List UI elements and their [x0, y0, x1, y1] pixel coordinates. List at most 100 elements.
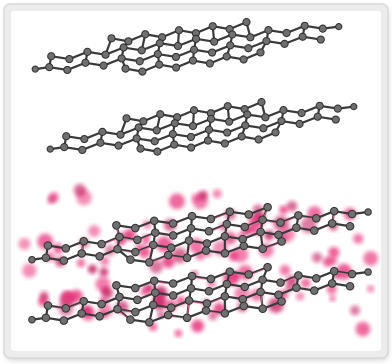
carbon-atom	[300, 21, 309, 30]
carbon-atom	[47, 52, 56, 61]
carbon-atom	[168, 129, 177, 139]
water-halo	[18, 238, 31, 250]
carbon-atom	[191, 34, 201, 43]
carbon-atom	[239, 301, 249, 311]
carbon-atom	[148, 300, 158, 310]
carbon-atom	[145, 258, 154, 267]
carbon-atom	[223, 102, 232, 111]
terminal-atom	[335, 23, 343, 31]
carbon-atom	[156, 110, 165, 119]
hydrated-stack-panel	[18, 184, 379, 338]
carbon-atom	[115, 232, 124, 242]
carbon-atom	[280, 39, 289, 48]
water-halo	[328, 246, 340, 258]
water-halo	[99, 267, 109, 277]
carbon-atom	[80, 134, 89, 144]
carbon-atom	[45, 63, 54, 72]
carbon-atom	[182, 253, 192, 263]
carbon-atom	[152, 126, 161, 135]
carbon-atom	[238, 234, 248, 244]
carbon-atom	[258, 304, 268, 314]
carbon-atom	[65, 54, 74, 64]
carbon-atom	[119, 43, 128, 52]
carbon-atom	[243, 110, 252, 119]
carbon-atom	[294, 271, 303, 280]
carbon-atom	[210, 37, 219, 46]
carbon-atom	[97, 239, 106, 249]
carbon-atom	[150, 288, 160, 297]
carbon-atom	[311, 274, 321, 283]
carbon-atom	[256, 48, 265, 57]
carbon-atom	[133, 295, 142, 305]
carbon-atom	[228, 30, 237, 39]
carbon-atom	[208, 22, 217, 31]
carbon-atom	[263, 262, 272, 272]
carbon-atom	[184, 296, 194, 305]
carbon-atom	[168, 291, 178, 300]
water-halo	[232, 246, 249, 263]
carbon-atom	[258, 244, 268, 254]
water-halo	[22, 263, 37, 278]
carbon-atom	[223, 128, 232, 137]
carbon-atom	[189, 106, 199, 115]
carbon-atom	[237, 132, 246, 141]
carbon-atom	[316, 35, 325, 44]
carbon-atom	[311, 214, 321, 223]
water-halo	[355, 321, 371, 337]
carbon-atom	[41, 313, 51, 323]
carbon-atom	[222, 279, 232, 289]
carbon-atom	[188, 121, 198, 131]
carbon-atom	[244, 44, 253, 53]
carbon-atom	[241, 121, 250, 130]
carbon-atom	[43, 241, 53, 250]
carbon-atom	[136, 144, 145, 153]
carbon-atom	[163, 250, 173, 260]
carbon-atom	[155, 39, 164, 48]
carbon-atom	[262, 36, 271, 46]
carbon-atom	[309, 226, 319, 235]
carbon-atom	[184, 236, 194, 245]
carbon-atom	[222, 52, 231, 61]
carbon-atom	[313, 112, 322, 121]
water-halo	[311, 252, 323, 263]
carbon-atom	[138, 67, 147, 76]
carbon-atom	[225, 207, 235, 216]
carbon-atom	[115, 292, 124, 302]
carbon-atom	[201, 306, 211, 315]
water-halo	[101, 287, 114, 299]
carbon-atom	[239, 55, 248, 64]
carbon-atom	[150, 228, 160, 237]
carbon-atom	[225, 117, 234, 126]
carbon-atom	[189, 45, 199, 54]
terminal-atom	[46, 145, 54, 153]
carbon-atom	[134, 123, 143, 132]
carbon-atom	[220, 248, 230, 258]
carbon-atom	[220, 308, 230, 318]
carbon-atom	[276, 218, 285, 227]
carbon-atom	[166, 243, 176, 253]
carbon-atom	[124, 37, 133, 46]
water-halo	[161, 255, 175, 269]
carbon-atom	[141, 30, 150, 39]
carbon-atom	[318, 24, 327, 33]
water-halo	[88, 225, 101, 238]
water-halo	[198, 190, 209, 201]
carbon-atom	[98, 127, 107, 136]
carbon-atom	[132, 134, 141, 143]
carbon-atom	[242, 18, 251, 27]
carbon-atom	[261, 113, 270, 122]
carbon-atom	[126, 315, 135, 324]
carbon-atom	[327, 219, 337, 228]
terminal-atom	[31, 65, 39, 73]
carbon-atom	[131, 247, 140, 257]
carbon-atom	[271, 128, 280, 137]
carbon-atom	[295, 119, 304, 128]
carbon-atom	[79, 296, 89, 306]
carbon-atom	[309, 286, 319, 295]
carbon-atom	[263, 202, 272, 212]
carbon-atom	[276, 278, 285, 287]
carbon-atom	[150, 137, 159, 146]
carbon-atom	[187, 211, 197, 221]
carbon-atom	[174, 26, 184, 35]
